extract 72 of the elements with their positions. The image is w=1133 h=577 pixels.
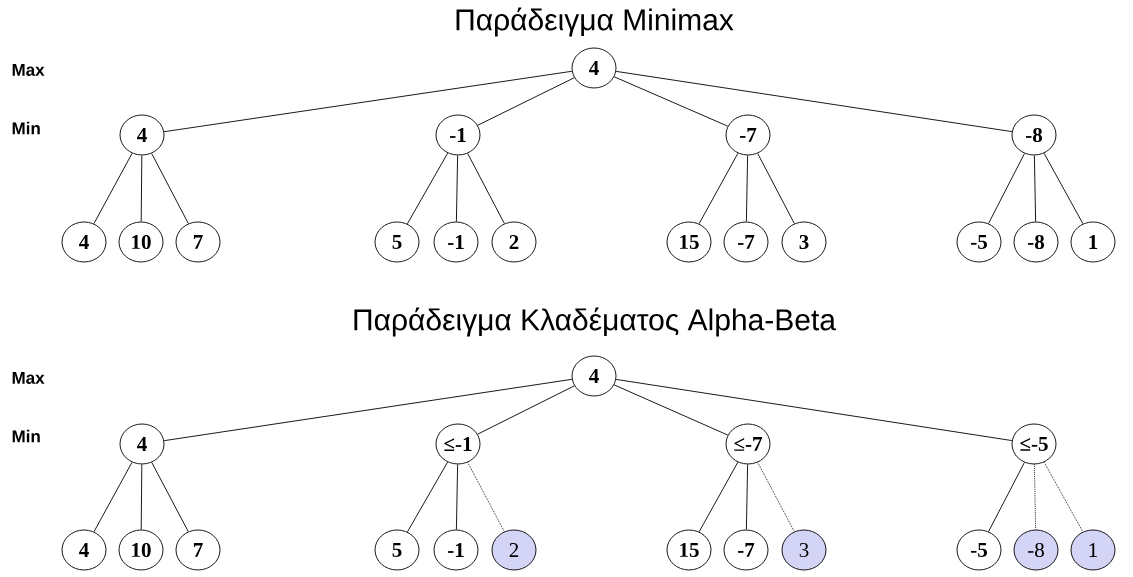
- tree-edge: [613, 76, 729, 127]
- tree-node: ≤-5: [1011, 423, 1057, 465]
- tree-edge: [477, 385, 575, 435]
- tree-edge: [140, 155, 143, 222]
- tree-node: -8: [1013, 221, 1059, 263]
- level-label: Min: [12, 429, 40, 443]
- tree-node: ≤-1: [435, 423, 481, 465]
- tree-edge: [151, 461, 189, 533]
- tree-node: 4: [571, 47, 617, 89]
- tree-edge: [406, 152, 449, 225]
- tree-node: ≤-7: [725, 423, 771, 465]
- tree-edge: [407, 461, 449, 533]
- tree-node: 5: [374, 221, 420, 263]
- tree-edge: [698, 152, 739, 225]
- tree-node: 7: [175, 221, 221, 263]
- level-label: Max: [12, 64, 45, 76]
- tree-node: 2: [491, 221, 537, 263]
- tree-node: -7: [723, 221, 769, 263]
- tree-node: -7: [723, 529, 769, 571]
- tree-edge: [988, 462, 1025, 532]
- tree-node: 7: [175, 529, 221, 571]
- tree-edge: [1043, 152, 1084, 225]
- tree-node: 10: [118, 221, 164, 263]
- tree-node: 4: [61, 529, 107, 571]
- tree-node: 1: [1070, 529, 1116, 571]
- tree-edge: [757, 153, 795, 224]
- tree-node: -7: [725, 114, 771, 156]
- tree-node: -1: [433, 221, 479, 263]
- tree-edge: [467, 461, 505, 533]
- tree-node: -1: [433, 529, 479, 571]
- tree-edge: [455, 464, 459, 530]
- diagram-title: Παράδειγμα Minimax: [456, 7, 734, 37]
- tree-edge: [1043, 461, 1084, 533]
- tree-edge: [93, 152, 133, 225]
- tree-edge: [615, 378, 1013, 441]
- section-heading: Παράδειγμα Κλαδέματος Alpha-Beta: [354, 307, 836, 337]
- tree-node: 4: [119, 114, 165, 156]
- tree-node: 4: [571, 355, 617, 397]
- level-label: Min: [12, 121, 40, 135]
- tree-edge: [745, 464, 749, 530]
- tree-node: -5: [956, 221, 1002, 263]
- tree-edge: [757, 461, 795, 533]
- tree-edge: [455, 155, 459, 222]
- tree-node: -1: [435, 114, 481, 156]
- tree-edge: [140, 464, 143, 530]
- tree-node: 1: [1070, 221, 1116, 263]
- tree-edge: [163, 70, 573, 133]
- tree-edge: [163, 378, 573, 442]
- tree-edge: [467, 153, 505, 224]
- tree-node: 5: [374, 529, 420, 571]
- tree-edge: [613, 384, 729, 436]
- tree-node: 4: [61, 221, 107, 263]
- tree-node: -5: [956, 529, 1002, 571]
- tree-node: -8: [1011, 114, 1057, 156]
- tree-edge: [151, 153, 189, 224]
- tree-node: 4: [119, 423, 165, 465]
- tree-node: 3: [781, 221, 827, 263]
- tree-node: 10: [118, 529, 164, 571]
- tree-edge: [477, 77, 575, 126]
- tree-edge: [988, 153, 1025, 224]
- tree-node: 15: [666, 221, 712, 263]
- tree-edge: [1033, 155, 1037, 222]
- tree-edge: [745, 155, 749, 222]
- tree-node: 2: [491, 529, 537, 571]
- tree-edge: [615, 70, 1013, 133]
- tree-edge: [698, 461, 739, 533]
- tree-node: 15: [666, 529, 712, 571]
- tree-node: 3: [781, 529, 827, 571]
- tree-node: -8: [1013, 529, 1059, 571]
- level-label: Max: [12, 372, 45, 384]
- tree-edge: [93, 461, 133, 533]
- tree-edge: [1033, 464, 1037, 530]
